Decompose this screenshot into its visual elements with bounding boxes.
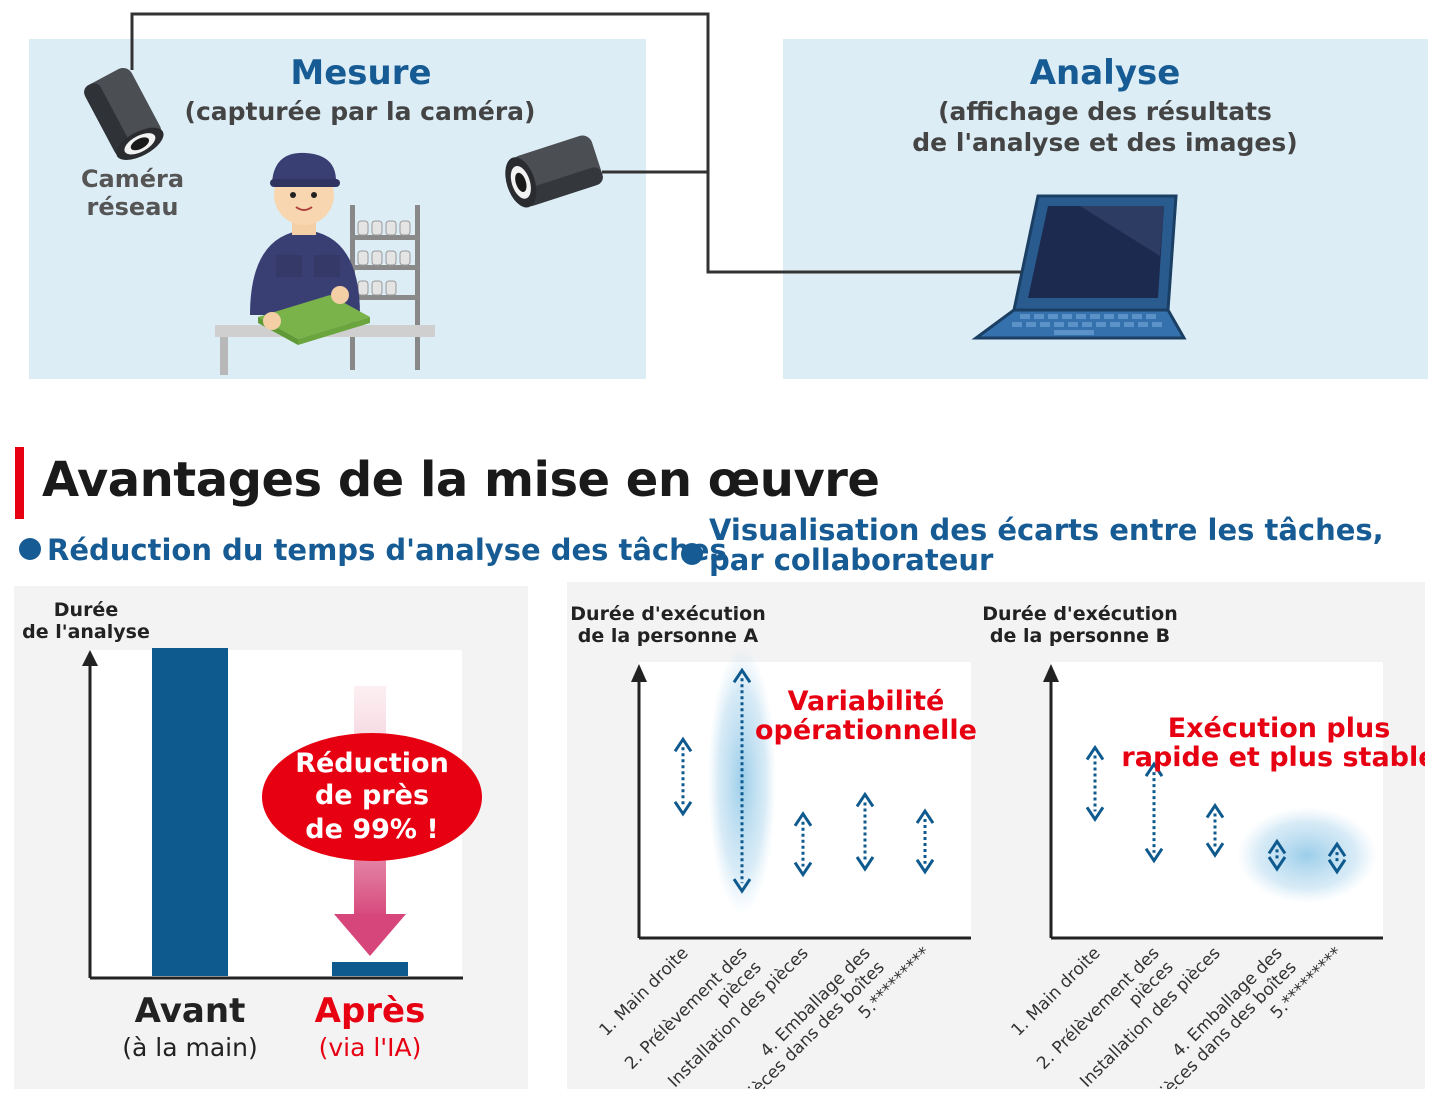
range-arrow <box>855 791 875 872</box>
y-axis-arrow-icon <box>1043 664 1059 682</box>
range-arrow <box>793 811 813 878</box>
heading-accent-bar <box>15 447 24 519</box>
reduction-label-line2: de près <box>315 780 429 811</box>
range-arrow <box>1267 838 1287 872</box>
y-axis-label-line1: Durée d'exécution <box>982 603 1177 625</box>
y-axis-label-line2: de la personne A <box>578 625 759 647</box>
benefits-heading: Avantages de la mise en œuvre <box>42 452 880 508</box>
category-sublabel: (à la main) <box>122 1033 257 1062</box>
range-arrow <box>732 667 752 894</box>
bullet-icon <box>19 538 41 560</box>
benefit-item-1: Réduction du temps d'analyse des tâches <box>19 535 727 565</box>
annotation-line2: opérationnelle <box>755 715 977 746</box>
measure-title: Mesure <box>290 53 432 93</box>
y-axis-label-line2: de l'analyse <box>22 621 150 643</box>
network-camera-2-icon <box>505 135 603 208</box>
annotation-line2: rapide et plus stable <box>1121 742 1425 773</box>
plot-area <box>639 662 971 938</box>
benefit-item-2: Visualisation des écarts entre les tâche… <box>681 515 1384 575</box>
camera-label-line2: réseau <box>86 193 179 221</box>
range-arrow <box>1085 744 1105 823</box>
bar-1 <box>152 648 228 976</box>
camera-label: Caméra réseau <box>60 165 205 221</box>
benefit-item-2-line1: Visualisation des écarts entre les tâche… <box>709 513 1384 547</box>
y-axis-label-line2: de la personne B <box>990 625 1170 647</box>
analysis-title: Analyse <box>1029 53 1181 93</box>
range-arrow <box>673 736 693 817</box>
y-axis-label-line1: Durée d'exécution <box>570 603 765 625</box>
range-arrow <box>1327 841 1347 875</box>
bullet-icon <box>681 543 703 565</box>
range-arrow <box>915 808 935 875</box>
category-label: Avant <box>135 991 246 1031</box>
worker-illustration <box>215 152 435 375</box>
range-arrow <box>1144 761 1164 864</box>
reduction-label-line1: Réduction <box>295 748 449 779</box>
reduction-badge: Réduction de près de 99% ! <box>262 733 482 861</box>
y-axis-arrow-icon <box>82 650 98 666</box>
reduction-label-line3: de 99% ! <box>305 814 438 845</box>
analysis-subtitle-line1: (affichage des résultats <box>938 97 1272 126</box>
laptop-icon <box>971 194 1187 340</box>
analysis-subtitle-line2: de l'analyse et des images) <box>912 128 1298 157</box>
benefit-item-2-line2: par collaborateur <box>709 543 994 577</box>
measure-subtitle: (capturée par la caméra) <box>184 97 536 126</box>
analysis-time-chart: Durée de l'analyse Réduction de près de … <box>22 599 482 1062</box>
analysis-subtitle: (affichage des résultats de l'analyse et… <box>880 96 1330 158</box>
stability-highlight <box>1237 807 1377 904</box>
connection-cable-front <box>130 39 1030 274</box>
category-sublabel: (via l'IA) <box>319 1033 422 1062</box>
annotation-line1: Variabilité <box>788 686 945 717</box>
category-label: Après <box>315 991 426 1031</box>
benefit-item-1-text: Réduction du temps d'analyse des tâches <box>47 533 727 567</box>
annotation-line1: Exécution plus <box>1168 713 1391 744</box>
y-axis-label-line1: Durée <box>54 599 118 621</box>
network-camera-icon <box>84 67 164 160</box>
camera-label-line1: Caméra <box>80 165 185 193</box>
range-arrow <box>1205 802 1225 858</box>
bar-2 <box>332 962 408 976</box>
y-axis-arrow-icon <box>631 664 647 682</box>
